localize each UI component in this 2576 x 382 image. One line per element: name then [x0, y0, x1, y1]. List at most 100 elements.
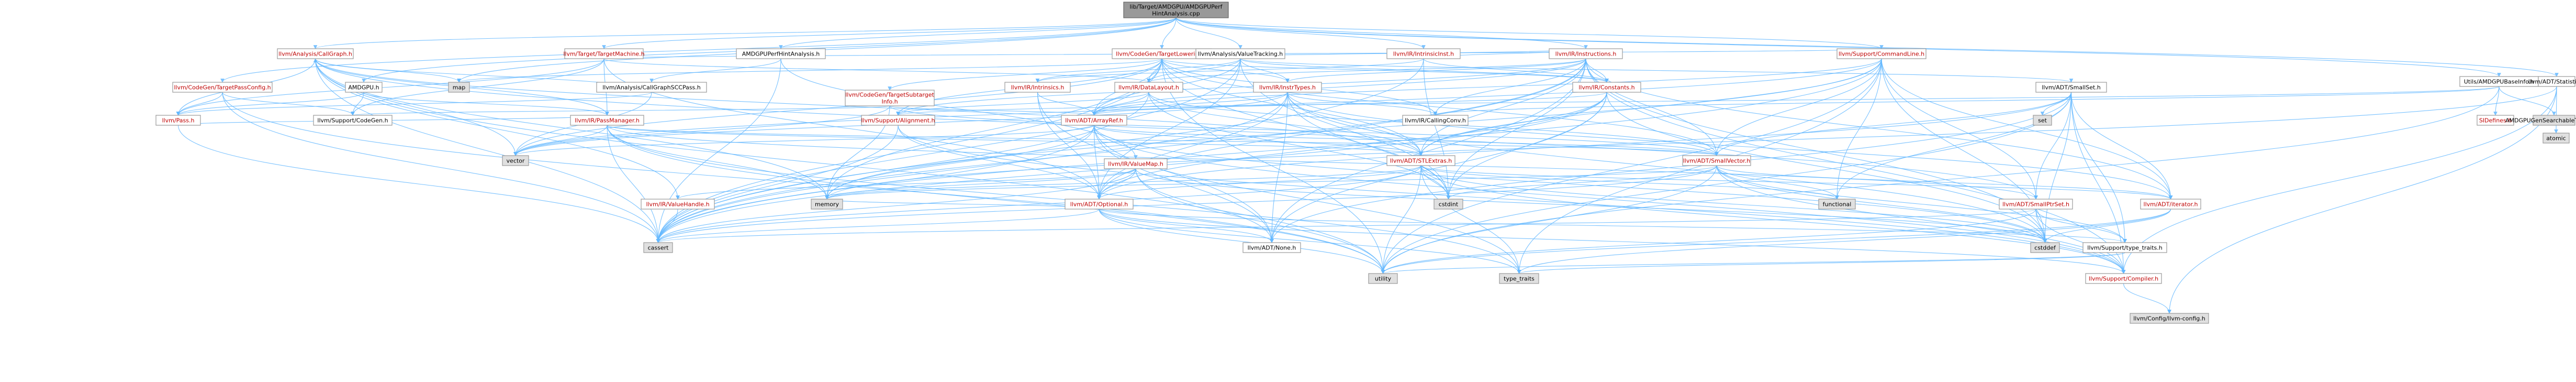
node-optional[interactable]: llvm/ADT/Optional.h	[1065, 199, 1134, 210]
node-valuemap[interactable]: llvm/IR/ValueMap.h	[1104, 158, 1168, 169]
node-datalayout[interactable]: llvm/IR/DataLayout.h	[1114, 82, 1183, 93]
node-intrinsics[interactable]: llvm/IR/Intrinsics.h	[1004, 82, 1071, 93]
node-codegentl[interactable]: llvm/CodeGen/TargetLowering.h	[1112, 48, 1212, 59]
edge-callgraph-to-vector	[315, 58, 518, 156]
node-amdgpu[interactable]: AMDGPU.h	[345, 82, 383, 93]
edge-optional-to-typetraits	[1099, 209, 1521, 274]
node-smallset[interactable]: llvm/ADT/SmallSet.h	[2035, 82, 2107, 93]
node-codegen[interactable]: llvm/Support/CodeGen.h	[313, 115, 393, 126]
edge-arrayref-to-optional	[1093, 125, 1101, 200]
node-searchable[interactable]: AMDGPUGenSearchableTables.inc	[2505, 115, 2576, 126]
node-label: type_traits	[1504, 276, 1535, 282]
edge-smallptrset-to-cassert	[656, 209, 2036, 243]
node-box	[172, 82, 273, 93]
node-valuetracking[interactable]: llvm/Analysis/ValueTracking.h	[1195, 48, 1285, 59]
node-label: llvm/Target/TargetMachine.h	[563, 51, 644, 58]
node-box	[641, 199, 715, 210]
edge-tpc-to-cassert	[222, 92, 660, 243]
node-arrayref[interactable]: llvm/ADT/ArrayRef.h	[1061, 115, 1127, 126]
node-functional[interactable]: functional	[1818, 199, 1856, 210]
node-utility[interactable]: utility	[1368, 273, 1398, 284]
node-label: llvm/ADT/Optional.h	[1070, 201, 1128, 208]
node-passmanager[interactable]: llvm/IR/PassManager.h	[570, 115, 644, 126]
node-box	[1253, 82, 1322, 93]
node-set[interactable]: set	[2033, 115, 2052, 126]
edge-smallvector-to-memory	[825, 165, 1717, 200]
node-cmdline[interactable]: llvm/Support/CommandLine.h	[1836, 48, 1927, 59]
node-compiler[interactable]: llvm/Support/Compiler.h	[2085, 273, 2162, 284]
node-callgraph[interactable]: llvm/Analysis/CallGraph.h	[277, 48, 354, 59]
node-valuehandle[interactable]: llvm/IR/ValueHandle.h	[641, 199, 715, 210]
node-atomic[interactable]: atomic	[2543, 133, 2570, 144]
node-typetraitsllvm[interactable]: llvm/Support/type_traits.h	[2082, 242, 2167, 253]
node-vector[interactable]: vector	[502, 155, 529, 166]
edge-valuemap-to-optional	[1097, 168, 1136, 200]
node-memory[interactable]: memory	[811, 199, 843, 210]
node-tpc[interactable]: llvm/CodeGen/TargetPassConfig.h	[172, 82, 273, 93]
node-instructions[interactable]: llvm/IR/Instructions.h	[1549, 48, 1623, 59]
node-stlextras[interactable]: llvm/ADT/STLExtras.h	[1386, 155, 1455, 166]
node-callingconv[interactable]: llvm/IR/CallingConv.h	[1402, 115, 1469, 126]
node-amdgpubaseinfo[interactable]: Utils/AMDGPUBaseInfo.h	[2459, 76, 2539, 87]
edge-datalayout-to-cassert	[656, 92, 1149, 243]
node-box	[313, 115, 393, 126]
edge-root-to-valuetracking	[1175, 17, 1242, 49]
edge-cmdline-to-memory	[825, 58, 1882, 200]
edge-cmdline-to-vector	[513, 58, 1882, 156]
edge-smallset-to-utility	[1381, 92, 2072, 274]
node-typetraits[interactable]: type_traits	[1499, 273, 1539, 284]
node-pass[interactable]: llvm/Pass.h	[155, 115, 201, 126]
node-box	[861, 115, 935, 126]
node-cgsccpass[interactable]: llvm/Analysis/CallGraphSCCPass.h	[596, 82, 707, 93]
edge-intrinsics-to-arrayref	[1037, 92, 1096, 116]
dependency-nodes: lib/Target/AMDGPU/AMDGPUPerfHintAnalysis…	[155, 2, 2576, 324]
edge-insttypes-to-optional	[1097, 92, 1288, 200]
node-statistic[interactable]: llvm/ADT/Statistic.h	[2528, 76, 2576, 87]
node-none[interactable]: llvm/ADT/None.h	[1242, 242, 1301, 253]
node-map[interactable]: map	[448, 82, 470, 93]
node-smallvector[interactable]: llvm/ADT/SmallVector.h	[1682, 155, 1751, 166]
edge-amdgpubaseinfo-to-callingconv	[1433, 86, 2500, 116]
edge-smallvector-to-typetraitsllvm	[1716, 165, 2127, 243]
edge-callgraph-to-cassert	[315, 58, 660, 243]
edge-stlextras-to-compiler	[1420, 165, 2126, 274]
node-cassert[interactable]: cassert	[643, 242, 673, 253]
node-insttypes[interactable]: llvm/IR/InstrTypes.h	[1253, 82, 1322, 93]
node-root[interactable]: lib/Target/AMDGPU/AMDGPUPerfHintAnalysis…	[1123, 2, 1229, 18]
node-config[interactable]: llvm/Config/llvm-config.h	[2130, 313, 2209, 324]
edge-datalayout-to-arrayref	[1092, 92, 1149, 116]
edge-callgraph-to-valuehandle	[315, 58, 680, 200]
node-sidefines[interactable]: SIDefines.h	[2477, 115, 2514, 126]
edge-smallptrset-to-compiler	[2035, 209, 2126, 274]
node-iterator[interactable]: llvm/ADT/iterator.h	[2140, 199, 2201, 210]
edge-smallvector-to-compiler	[1716, 165, 2126, 274]
node-cstddef[interactable]: cstddef	[2030, 242, 2060, 253]
edge-instructions-to-insttypes	[1285, 58, 1586, 83]
node-smallptrset[interactable]: llvm/ADT/SmallPtrSet.h	[1999, 199, 2073, 210]
node-label: llvm/IR/Constants.h	[1578, 84, 1634, 91]
node-box	[1195, 48, 1285, 59]
node-alignment[interactable]: llvm/Support/Alignment.h	[861, 115, 935, 126]
edge-smallvector-to-functional	[1716, 165, 1839, 200]
node-box	[502, 155, 529, 166]
node-amdgpuperf[interactable]: AMDGPUPerfHintAnalysis.h	[736, 48, 826, 59]
edge-tpc-to-utility	[222, 92, 1385, 274]
node-box	[1061, 115, 1127, 126]
node-targetmachine[interactable]: llvm/Target/TargetMachine.h	[563, 48, 645, 59]
node-label: SIDefines.h	[2479, 117, 2512, 124]
node-cstdint[interactable]: cstdint	[1433, 199, 1463, 210]
edge-valuetracking-to-datalayout	[1147, 58, 1241, 83]
edge-stlextras-to-utility	[1381, 165, 1421, 274]
node-box	[570, 115, 644, 126]
edge-targetmachine-to-optional	[603, 58, 1101, 200]
edge-root-to-instructions	[1175, 17, 1588, 49]
node-box	[2035, 82, 2107, 93]
edge-insttypes-to-cassert	[656, 92, 1288, 243]
node-intrinsicinst[interactable]: llvm/IR/IntrinsicInst.h	[1386, 48, 1461, 59]
node-constants[interactable]: llvm/IR/Constants.h	[1572, 82, 1641, 93]
node-label: memory	[815, 201, 839, 208]
node-label: llvm/Support/Compiler.h	[2089, 276, 2158, 282]
node-box	[2030, 242, 2060, 253]
edge-pass-to-cassert	[177, 125, 660, 243]
